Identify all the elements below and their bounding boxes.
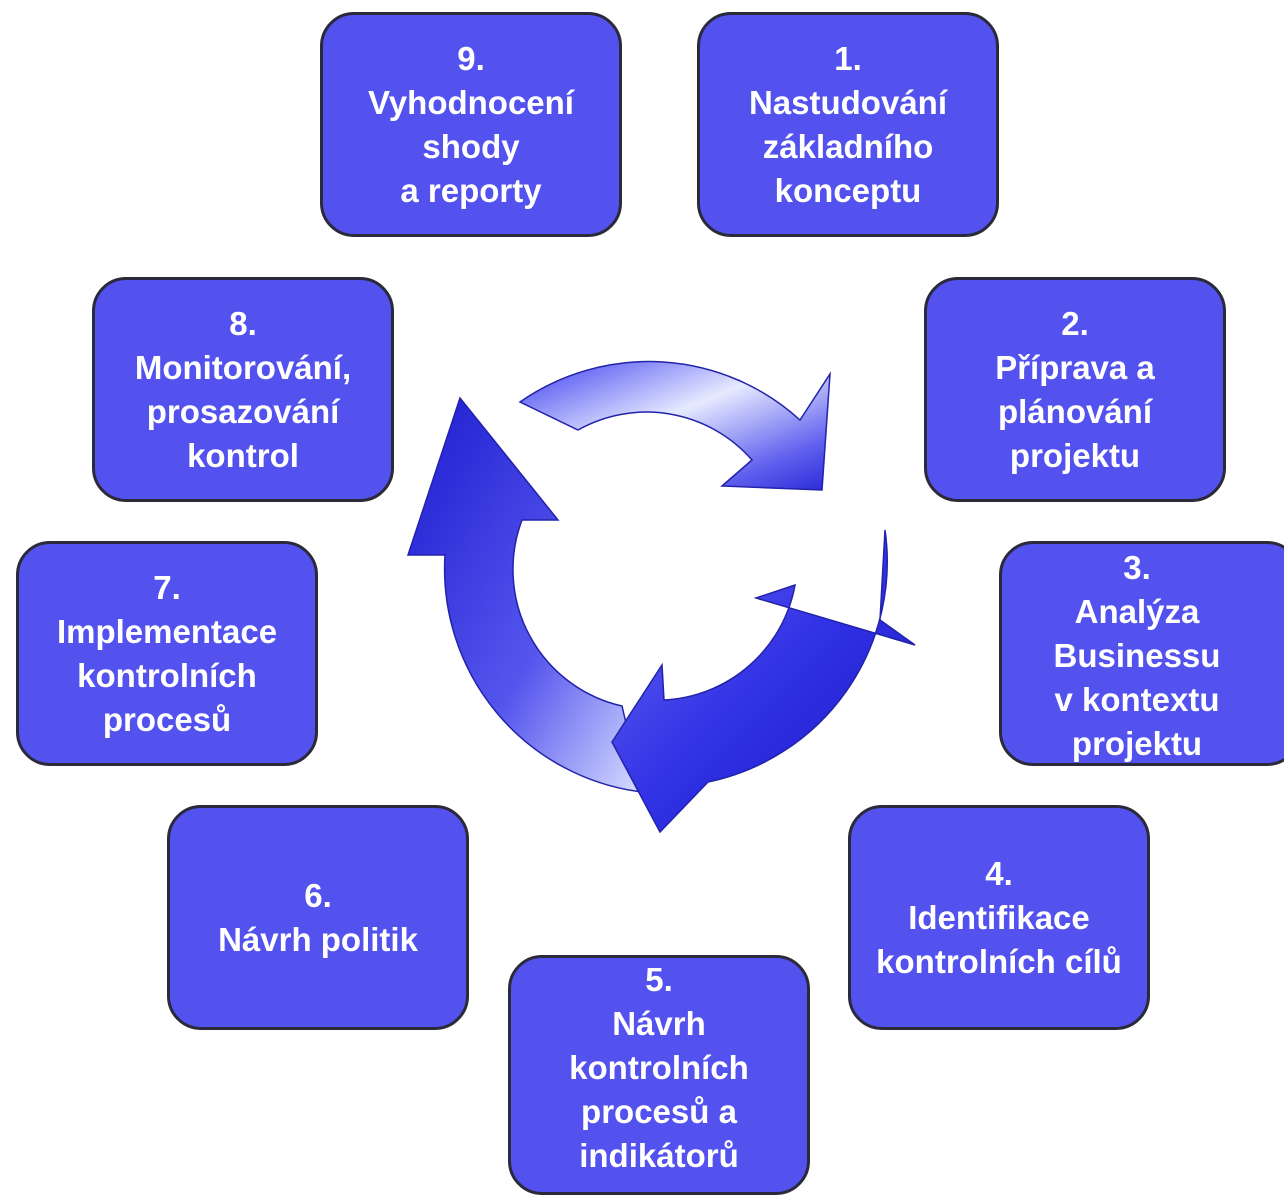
cycle-arrow-left <box>406 396 643 793</box>
step-label-line: prosazování <box>146 392 340 430</box>
circular-arrows-icon <box>406 360 916 834</box>
step-label-line: Monitorování, <box>134 348 352 386</box>
step-label-line: projektu <box>1071 725 1203 762</box>
step-9-box: 9. Vyhodnocení shody a reporty <box>320 12 622 237</box>
step-number: 3. <box>1123 549 1151 586</box>
step-label-line: Identifikace <box>908 898 1090 936</box>
step-label-line: Businessu <box>1053 637 1221 674</box>
step-8-box: 8. Monitorování, prosazování kontrol <box>92 277 394 502</box>
step-label-line: základního <box>762 127 934 165</box>
step-label-line: indikátorů <box>579 1137 739 1174</box>
cycle-arrow-right <box>611 529 916 834</box>
step-number: 8. <box>229 304 257 342</box>
step-number: 5. <box>645 961 673 998</box>
step-label-line: Implementace <box>56 612 278 650</box>
cycle-arrow-top <box>518 360 831 491</box>
step-label-line: konceptu <box>774 171 922 209</box>
step-label-line: kontrolních <box>569 1049 749 1086</box>
step-number: 7. <box>153 568 181 606</box>
step-label-line: procesů <box>102 700 232 738</box>
step-label-line: kontrolních cílů <box>876 942 1122 980</box>
step-1-box: 1. Nastudování základního konceptu <box>697 12 999 237</box>
step-label-line: shody <box>422 127 520 165</box>
step-label-line: a reporty <box>400 171 542 209</box>
step-7-box: 7. Implementace kontrolních procesů <box>16 541 318 766</box>
step-label-line: Nastudování <box>748 83 948 121</box>
step-label-line: Návrh politik <box>218 920 418 958</box>
step-label-line: projektu <box>1009 436 1141 474</box>
step-label-line: Analýza <box>1074 593 1200 630</box>
step-number: 2. <box>1061 304 1089 342</box>
step-number: 4. <box>985 854 1013 892</box>
step-label-line: plánování <box>997 392 1153 430</box>
step-5-box: 5. Návrh kontrolních procesů a indikátor… <box>508 955 810 1195</box>
step-label-line: Příprava a <box>995 348 1155 386</box>
step-label-line: kontrol <box>187 436 299 474</box>
step-number: 9. <box>457 39 485 77</box>
step-label-line: procesů a <box>581 1093 737 1130</box>
step-2-box: 2. Příprava a plánování projektu <box>924 277 1226 502</box>
step-label-line: Vyhodnocení <box>368 83 574 121</box>
step-6-box: 6. Návrh politik <box>167 805 469 1030</box>
step-4-box: 4. Identifikace kontrolních cílů <box>848 805 1150 1030</box>
step-number: 1. <box>834 39 862 77</box>
step-3-box: 3. Analýza Businessu v kontextu projektu <box>999 541 1284 766</box>
step-label-line: kontrolních <box>77 656 257 694</box>
step-number: 6. <box>304 876 332 914</box>
step-label-line: v kontextu <box>1054 681 1220 718</box>
step-label-line: Návrh <box>612 1005 706 1042</box>
